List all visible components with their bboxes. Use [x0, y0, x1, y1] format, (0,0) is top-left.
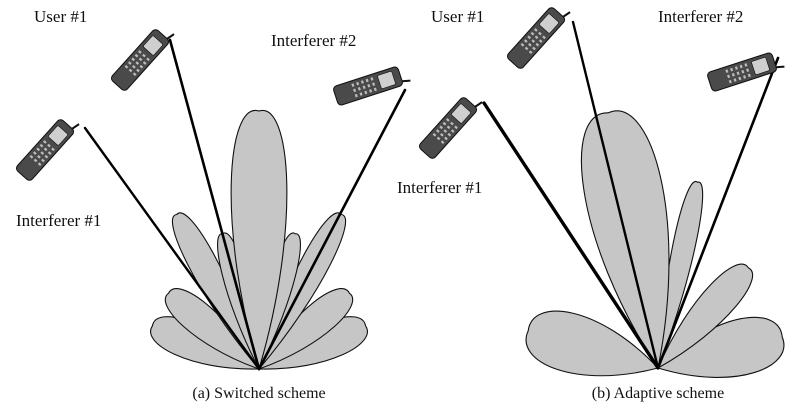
beam-to-user1	[168, 38, 261, 371]
mobile-phone-icon	[416, 89, 485, 161]
main-lobe	[230, 109, 288, 371]
label-interferer2: Interferer #2	[271, 31, 356, 50]
panel-switched: User #1 Interferer #2 Interferer #1 (a) …	[13, 7, 413, 402]
side-lobe	[656, 263, 754, 370]
mobile-phone-icon	[705, 48, 787, 94]
mobile-phone-icon	[13, 111, 82, 183]
beam-to-interferer1	[482, 101, 660, 370]
mobile-phone-icon	[504, 0, 573, 71]
caption-switched: (a) Switched scheme	[192, 385, 325, 402]
beam-to-user1	[571, 20, 660, 370]
label-interferer2: Interferer #2	[658, 7, 743, 26]
mobile-phone-icon	[108, 21, 177, 93]
label-user1: User #1	[431, 7, 484, 26]
label-interferer1: Interferer #1	[16, 211, 101, 230]
side-lobe	[525, 310, 660, 377]
radiation-pattern-switched	[150, 109, 368, 371]
label-interferer1: Interferer #1	[397, 178, 482, 197]
caption-adaptive: (b) Adaptive scheme	[592, 385, 724, 402]
beam-to-interferer2	[257, 88, 407, 371]
label-user1: User #1	[34, 7, 87, 26]
radiation-pattern-adaptive	[525, 110, 785, 378]
beam-to-interferer2	[656, 56, 780, 370]
panel-adaptive: User #1 Interferer #2 Interferer #1 (b) …	[397, 0, 787, 402]
beam-to-interferer1	[83, 126, 261, 371]
